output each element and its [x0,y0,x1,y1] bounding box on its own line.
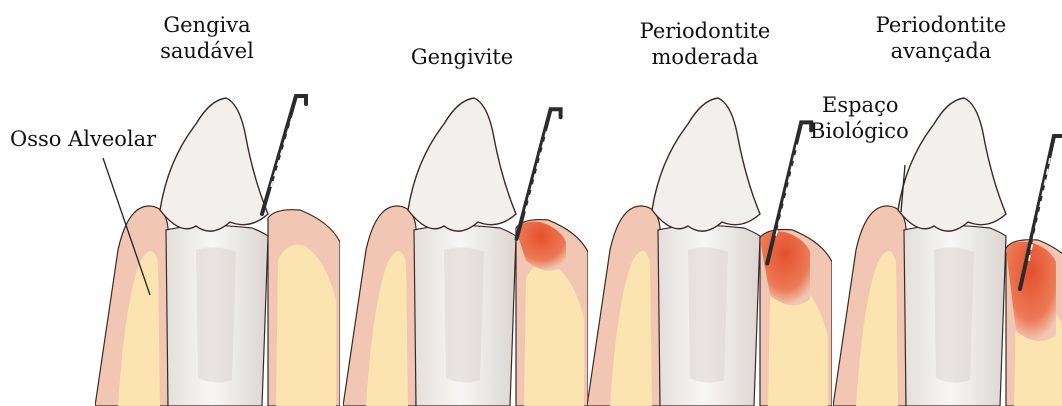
stage-4-title-line2: avançada [876,38,1007,64]
tooth-panel-2 [343,98,588,406]
tooth-panel-4 [833,98,1062,406]
bone-label: Osso Alveolar [10,126,156,152]
stage-4-title: Periodontite avançada [876,12,1007,64]
stage-3-title-line2: moderada [640,44,771,70]
root-shade [934,247,974,382]
tooth-panel-3 [587,98,832,406]
probe-markings [775,144,797,239]
stage-3-title: Periodontite moderada [640,18,771,70]
root-shade [688,247,728,382]
space-label-line2: Biológico [810,118,909,144]
stage-1-title: Gengiva saudável [160,12,254,64]
space-label-line1: Espaço [822,92,909,118]
root-shade [444,247,484,382]
tooth-crown [160,98,268,231]
stage-4-title-line1: Periodontite [876,12,1007,38]
space-label: Espaço Biológico [822,92,909,144]
root-shade [196,247,236,382]
stage-1-title-line1: Gengiva [160,12,254,38]
stage-2-title: Gengivite [411,44,513,70]
stage-3-title-line1: Periodontite [640,18,771,44]
stage-2-title-line1: Gengivite [411,44,513,70]
stage-1-title-line2: saudável [160,38,254,64]
tooth-crown [408,98,516,231]
tooth-crown [898,98,1006,231]
periodontal-probe [262,96,306,214]
tooth-crown [652,98,760,231]
